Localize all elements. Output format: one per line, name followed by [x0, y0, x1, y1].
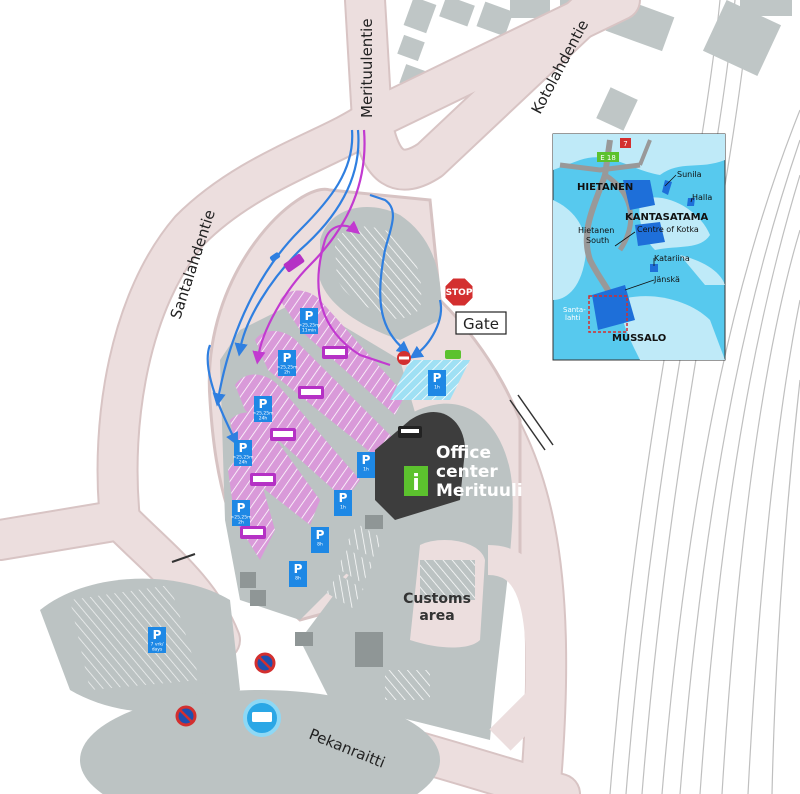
parking-limit: 8h — [317, 542, 323, 548]
parking-letter: P — [153, 628, 162, 642]
parking-letter: P — [339, 491, 348, 505]
no-entry-icon — [397, 351, 411, 365]
svg-text:Merituuli: Merituuli — [436, 481, 523, 501]
svg-text:KANTASATAMA: KANTASATAMA — [625, 212, 709, 223]
car-icon — [269, 252, 281, 262]
parking-limit: 1h — [363, 467, 369, 473]
parking-duration: days — [152, 647, 163, 653]
parking-letter: P — [316, 528, 325, 542]
parking-sign: P1h — [334, 490, 352, 516]
svg-text:South: South — [586, 236, 609, 245]
bus-icon — [398, 426, 422, 438]
truck-icon — [283, 253, 305, 273]
road-label-merituulentie: Merituulentie — [358, 18, 376, 118]
parking-duration: 24h — [259, 416, 268, 422]
parking-limit: >25,25m — [276, 365, 297, 371]
truck-icon — [322, 346, 348, 359]
svg-text:Gate: Gate — [463, 315, 499, 333]
parking-sign: P1h — [428, 370, 446, 396]
svg-text:Sunila: Sunila — [677, 170, 702, 179]
parking-limit: >25,25m — [230, 515, 251, 521]
no-parking-icon — [254, 652, 276, 674]
truck-circle-icon — [243, 699, 281, 737]
parking-letter: P — [294, 562, 303, 576]
parking-limit: 7 vrk/ — [151, 642, 164, 648]
svg-text:area: area — [419, 608, 454, 624]
parking-letter: P — [283, 351, 292, 365]
inset-map: E 18 7 HIETANEN Sunila Halla KANTASATAMA… — [552, 133, 726, 361]
svg-text:E 18: E 18 — [600, 154, 616, 162]
car-parking-rows — [326, 523, 475, 700]
svg-text:7: 7 — [623, 140, 627, 148]
parking-limit: 8h — [295, 576, 301, 582]
parking-limit: 1h — [340, 505, 346, 511]
truck-icon — [240, 526, 266, 539]
parking-limit: 1h — [434, 385, 440, 391]
parking-letter: P — [237, 501, 246, 515]
office-center-label: Office center Merituuli — [436, 443, 523, 501]
svg-text:Halla: Halla — [692, 193, 712, 202]
svg-text:Jänskä: Jänskä — [653, 275, 680, 284]
svg-text:Hietanen: Hietanen — [578, 226, 614, 235]
parking-limit: >25,25m — [232, 455, 253, 461]
dark-buildings — [375, 411, 465, 520]
parking-sign: P7 vrk/days — [148, 627, 166, 653]
svg-text:Centre of Kotka: Centre of Kotka — [637, 225, 699, 234]
svg-text:center: center — [436, 462, 498, 482]
parking-duration: 2h — [284, 370, 290, 376]
parking-sign: P1h — [357, 452, 375, 478]
parking-duration: 2h — [238, 520, 244, 526]
parking-letter: P — [239, 441, 248, 455]
svg-text:lahti: lahti — [565, 314, 580, 322]
small-buildings — [240, 515, 383, 667]
svg-text:Customs: Customs — [403, 591, 471, 607]
truck-icon — [250, 473, 276, 486]
parking-limit: >25,25m — [298, 323, 319, 329]
svg-text:i: i — [412, 471, 420, 496]
svg-text:STOP: STOP — [446, 288, 473, 298]
parking-sign: P8h — [311, 527, 329, 553]
svg-text:Office: Office — [436, 443, 491, 463]
parking-limit: >25,25m — [252, 411, 273, 417]
svg-text:HIETANEN: HIETANEN — [577, 182, 633, 193]
svg-text:Santa-: Santa- — [563, 306, 586, 314]
parking-duration: 24h — [239, 460, 248, 466]
parking-duration: 11min — [302, 328, 316, 334]
road-marker — [171, 553, 196, 563]
parking-letter: P — [362, 453, 371, 467]
customs-area-label: Customs area — [403, 591, 471, 624]
gate-label: Gate — [455, 311, 507, 335]
railway-tracks — [609, 0, 800, 794]
svg-text:Katariina: Katariina — [654, 254, 690, 263]
car-icon — [445, 350, 461, 359]
truck-icon — [298, 386, 324, 399]
stop-sign: STOP — [444, 277, 474, 307]
svg-text:MUSSALO: MUSSALO — [612, 333, 666, 344]
truck-icon — [270, 428, 296, 441]
info-icon: i — [404, 466, 428, 496]
two-way-arrows — [509, 394, 554, 451]
parking-letter: P — [433, 371, 442, 385]
parking-letter: P — [305, 309, 314, 323]
parking-sign: P8h — [289, 561, 307, 587]
no-parking-icon — [175, 705, 197, 727]
routes — [206, 129, 443, 446]
parking-letter: P — [259, 397, 268, 411]
